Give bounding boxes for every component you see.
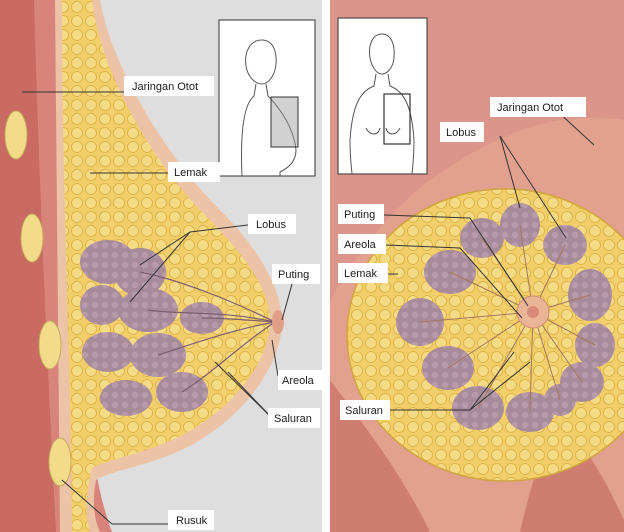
rib-1 <box>5 111 27 159</box>
label-rusuk-left: Rusuk <box>176 515 208 527</box>
nipple-right <box>527 306 539 318</box>
label-lemak-left: Lemak <box>174 167 208 179</box>
label-areola-right: Areola <box>344 239 377 251</box>
label-lobus-left: Lobus <box>256 219 286 231</box>
label-saluran-right: Saluran <box>345 405 383 417</box>
woman-side-silhouette-icon <box>219 20 315 176</box>
label-puting-left: Puting <box>278 269 309 281</box>
woman-front-silhouette-icon <box>338 18 427 174</box>
label-lemak-right: Lemak <box>344 268 378 280</box>
label-areola-left: Areola <box>282 375 315 387</box>
rib-4 <box>49 438 71 486</box>
label-saluran-left: Saluran <box>274 413 312 425</box>
label-jaringan-otot-left: Jaringan Otot <box>132 81 198 93</box>
label-lobus-right: Lobus <box>446 127 476 139</box>
label-jaringan-otot-right: Jaringan Otot <box>497 102 563 114</box>
label-puting-right: Puting <box>344 209 375 221</box>
rib-3 <box>39 321 61 369</box>
rib-2 <box>21 214 43 262</box>
nipple-left <box>272 310 284 334</box>
panel-divider <box>322 0 330 532</box>
